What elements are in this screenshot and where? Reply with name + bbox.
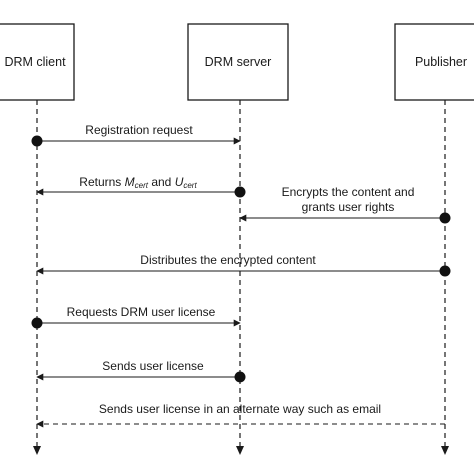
registration-request-origin-dot	[31, 135, 43, 147]
registration-request-label: Registration request	[85, 123, 193, 137]
distributes-content-label: Distributes the encrypted content	[140, 253, 316, 267]
distributes-content-origin-dot	[439, 265, 451, 277]
requests-license-label: Requests DRM user license	[67, 305, 216, 319]
drm-server-lifeline-arrow	[236, 446, 244, 455]
alternate-delivery-label: Sends user license in an alternate way s…	[99, 402, 381, 416]
returns-certs-label: Returns Mcert and Ucert	[79, 175, 197, 190]
sends-license-origin-dot	[234, 371, 246, 383]
sends-license-label: Sends user license	[102, 359, 204, 373]
encrypts-content-label-line2: grants user rights	[302, 200, 395, 214]
returns-certs-origin-dot	[234, 186, 246, 198]
encrypts-content-origin-dot	[439, 212, 451, 224]
requests-license-origin-dot	[31, 317, 43, 329]
encrypts-content-label-line1: Encrypts the content and	[282, 185, 415, 199]
publisher-lifeline-arrow	[441, 446, 449, 455]
drm-server-label: DRM server	[205, 55, 272, 69]
drm-client-lifeline-arrow	[33, 446, 41, 455]
drm-server-box	[187, 23, 289, 101]
drm-client-label: DRM client	[4, 55, 66, 69]
drm-client-box	[0, 23, 75, 101]
publisher-label: Publisher	[415, 55, 467, 69]
publisher-box	[394, 23, 474, 101]
